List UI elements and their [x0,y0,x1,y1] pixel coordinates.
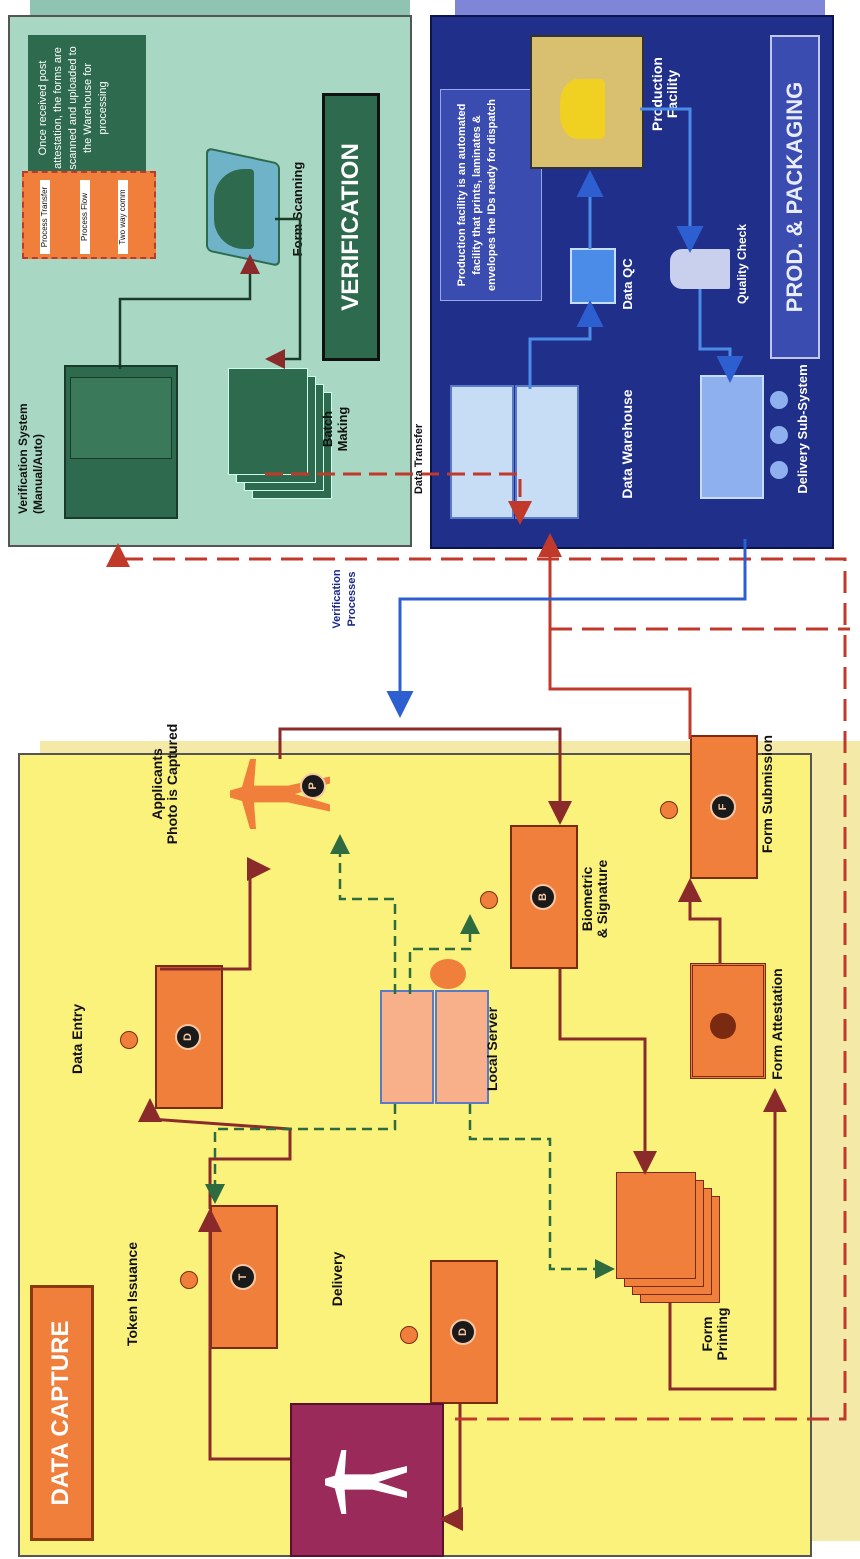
transfer-batch-to-warehouse [265,472,532,525]
flow-applicant-to-token [198,1208,290,1461]
twoway-server-photo [330,834,397,994]
legend-process-flow: Process Flow [80,180,90,254]
legend-two-way: Two way comm [118,180,128,254]
flow-biometric-to-printing [558,969,657,1175]
blue-verification-to-capture [386,539,747,718]
twoway-server-printing [468,1104,615,1279]
flow-photo-to-biometric [278,727,572,825]
flow-attestation-to-submission [678,878,722,964]
verification-to-scan [118,254,260,369]
twoway-server-biometric [408,914,480,994]
flow-data-entry-to-photo [160,857,271,971]
flow-delivery-to-applicant [439,1404,463,1531]
transfer-submission-to-warehouse [538,533,692,739]
twoway-server-token [205,1104,397,1204]
flow-printing-to-attestation [668,1088,787,1391]
transfer-to-verification [106,543,847,1421]
scan-to-batch [265,217,302,369]
facility-to-quality [640,107,704,253]
warehouse-to-qc [528,300,604,389]
flow-token-to-data-entry [138,1098,292,1209]
verification-processes-label: Verification Processes [331,569,358,629]
quality-to-delivery [698,289,744,383]
data-transfer-label: Data Transfer [413,423,425,495]
legend-process-transfer: Process Transfer [40,180,50,254]
